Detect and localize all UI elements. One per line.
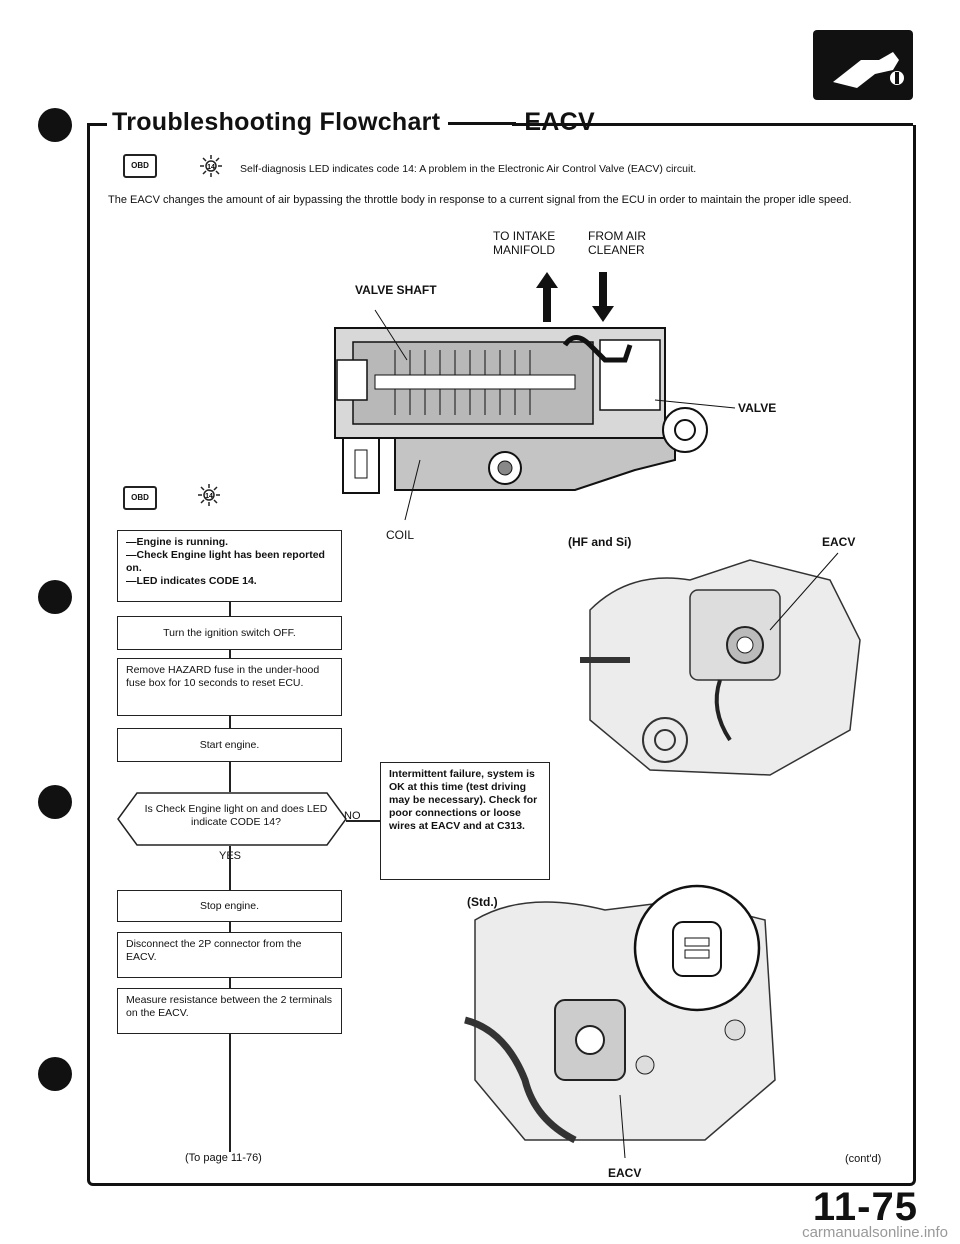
step-remove-fuse: Remove HAZARD fuse in the under-hood fus… bbox=[117, 658, 342, 716]
binder-hole bbox=[38, 785, 72, 819]
svg-text:14: 14 bbox=[205, 493, 213, 500]
coil-label: COIL bbox=[386, 528, 414, 542]
airflow-down-arrow bbox=[592, 272, 614, 322]
obd-icon: OBD bbox=[123, 154, 157, 178]
eacv-bottom-label: EACV bbox=[608, 1166, 641, 1180]
self-diagnosis-note: Self-diagnosis LED indicates code 14: A … bbox=[240, 163, 696, 176]
symptom-line: —Engine is running. bbox=[126, 536, 333, 549]
step-disconnect: Disconnect the 2P connector from the EAC… bbox=[117, 932, 342, 978]
symptom-line: —Check Engine light has been reported on… bbox=[126, 549, 333, 575]
intermittent-failure-box: Intermittent failure, system is OK at th… bbox=[380, 762, 550, 880]
binder-hole bbox=[38, 108, 72, 142]
binder-hole bbox=[38, 1057, 72, 1091]
step-stop-engine: Stop engine. bbox=[117, 890, 342, 922]
valve-label: VALVE bbox=[738, 401, 776, 415]
binder-hole bbox=[38, 580, 72, 614]
engine-icon bbox=[813, 30, 913, 100]
symptom-box: —Engine is running. —Check Engine light … bbox=[117, 530, 342, 602]
step-start-engine: Start engine. bbox=[117, 728, 342, 762]
eacv-top-label: EACV bbox=[822, 535, 855, 549]
valve-shaft-label: VALVE SHAFT bbox=[355, 283, 437, 297]
sun-led-icon: 14 bbox=[200, 155, 222, 177]
description-text: The EACV changes the amount of air bypas… bbox=[108, 194, 898, 207]
step-measure: Measure resistance between the 2 termina… bbox=[117, 988, 342, 1034]
section-tab-icon bbox=[813, 30, 913, 100]
svg-text:14: 14 bbox=[207, 164, 215, 171]
eacv-cutaway-diagram bbox=[335, 320, 735, 510]
to-page-link: (To page 11-76) bbox=[185, 1152, 262, 1164]
obd-icon: OBD bbox=[123, 486, 157, 510]
watermark: carmanualsonline.info bbox=[802, 1224, 948, 1241]
engine-photo-hf-si bbox=[570, 550, 870, 780]
continued-label: (cont'd) bbox=[845, 1153, 881, 1165]
engine-photo-std bbox=[465, 880, 795, 1150]
airflow-up-arrow bbox=[536, 272, 558, 322]
symptom-line: —LED indicates CODE 14. bbox=[126, 575, 333, 588]
decision-question: Is Check Engine light on and does LED in… bbox=[140, 803, 332, 829]
hf-si-label: (HF and Si) bbox=[568, 535, 631, 549]
step-ignition-off: Turn the ignition switch OFF. bbox=[117, 616, 342, 650]
sun-led-icon: 14 bbox=[198, 484, 220, 506]
